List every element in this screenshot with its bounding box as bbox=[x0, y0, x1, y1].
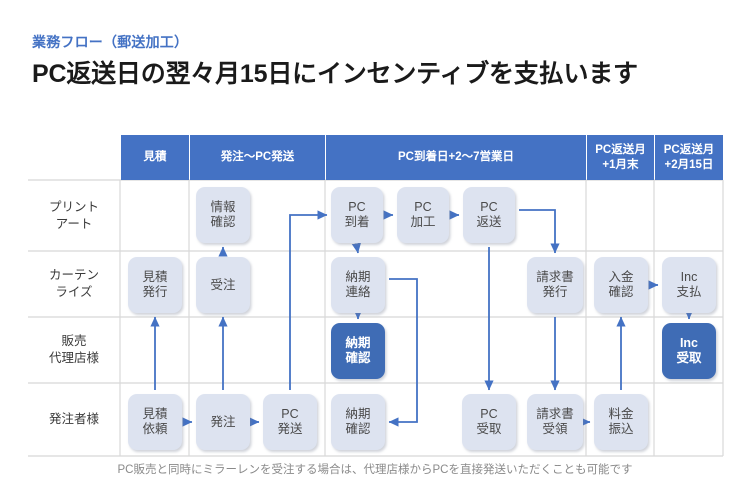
column-header-order: 発注〜PC発送 bbox=[190, 135, 325, 180]
flow-node-info-check[interactable]: 情報確認 bbox=[196, 187, 250, 243]
flow-node-quote-request[interactable]: 見積依頼 bbox=[128, 394, 182, 450]
page-title: PC返送日の翌々月15日にインセンティブを支払います bbox=[32, 59, 638, 88]
column-header-estimate: 見積 bbox=[121, 135, 189, 180]
page-header: 業務フロー（郵送加工） PC返送日の翌々月15日にインセンティブを支払います bbox=[32, 34, 722, 90]
row-label-orderer: 発注者様 bbox=[48, 412, 99, 427]
flow-node-delivery-notice[interactable]: 納期連絡 bbox=[331, 257, 385, 313]
connector-pc-ship-to-pc-arrive bbox=[289, 210, 328, 390]
column-header-month2: PC返送月+2月15日 bbox=[655, 135, 723, 180]
flow-node-place-order[interactable]: 発注 bbox=[196, 394, 250, 450]
flow-node-payment-check[interactable]: 入金確認 bbox=[594, 257, 648, 313]
connector-delivery-notice-to-orderer bbox=[388, 278, 418, 427]
flow-node-bank-transfer[interactable]: 料金振込 bbox=[594, 394, 648, 450]
row-label-agency: 販売代理店様 bbox=[48, 334, 99, 365]
footnote-text: PC販売と同時にミラーレンを受注する場合は、代理店様からPCを直接発送いただくこ… bbox=[117, 464, 633, 476]
flow-node-accept-order[interactable]: 受注 bbox=[196, 257, 250, 313]
flow-node-quote-issue[interactable]: 見積発行 bbox=[128, 257, 182, 313]
connector-pc-arrive-to-delivery-notice bbox=[351, 242, 362, 254]
row-label-curtain: カーテンライズ bbox=[48, 268, 99, 299]
eyebrow-label: 業務フロー（郵送加工） bbox=[32, 34, 189, 50]
connector-pc-return-to-invoice-issue bbox=[519, 209, 560, 254]
row-label-printart: プリントアート bbox=[48, 200, 99, 231]
column-header-process: PC到着日+2〜7営業日 bbox=[326, 135, 586, 180]
flow-node-delivery-confirm-agency[interactable]: 納期確認 bbox=[331, 323, 385, 379]
flow-node-delivery-confirm-orderer[interactable]: 納期確認 bbox=[331, 394, 385, 450]
flow-node-invoice-issue[interactable]: 請求書発行 bbox=[527, 257, 583, 313]
flow-node-invoice-receive[interactable]: 請求書受領 bbox=[527, 394, 583, 450]
column-header-month1: PC返送月+1月末 bbox=[587, 135, 654, 180]
